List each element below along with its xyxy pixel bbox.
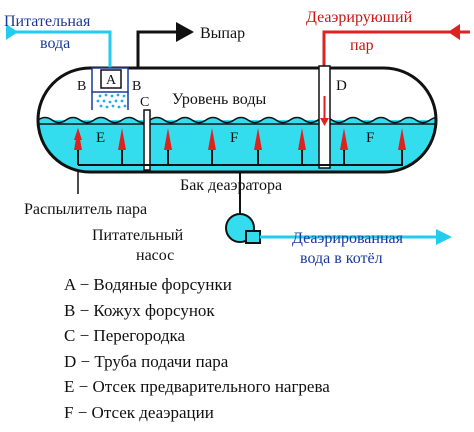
deaerator-tank-outline (36, 66, 438, 174)
steam-sprayer-pipe (77, 150, 403, 166)
marker-F-1: F (230, 130, 238, 146)
spray-droplets (96, 93, 127, 109)
feed-water-pipe (8, 30, 112, 70)
steam-arrow-icon (448, 24, 460, 40)
water-body (38, 116, 436, 172)
legend: A − Водяные форсунки B − Кожух форсунок … (64, 272, 330, 425)
label-feed-pump-line1: Питательный (92, 227, 184, 244)
water-nozzle (100, 69, 122, 89)
feed-water-arrow-icon (6, 24, 18, 40)
label-deaerated-water-line2: вода в котёл (300, 250, 383, 267)
vapour-arrow-icon (176, 22, 194, 42)
label-feed-water-line1: Питательная (4, 13, 91, 30)
label-deaerating-steam-line1: Деаэрируюший (306, 9, 413, 26)
marker-E: E (96, 130, 105, 146)
label-deaerated-water-line1: Деаэрированная (292, 230, 404, 247)
label-deaerating-steam-line2: пар (350, 37, 374, 54)
legend-item-E: E − Отсек предварительного нагрева (64, 377, 330, 396)
marker-F-2: F (366, 130, 374, 146)
vapour-outlet-pipe (136, 30, 180, 68)
marker-B-left: B (77, 79, 86, 94)
partition-baffle (143, 109, 151, 171)
steam-bubble-arrows (74, 128, 406, 150)
legend-item-B: B − Кожух форсунок (64, 300, 215, 320)
label-vapour: Выпар (200, 25, 245, 42)
label-steam-sprayer: Распылитель пара (24, 201, 147, 218)
legend-item-F: F − Отсек деаэрации (64, 402, 214, 422)
deaerated-water-arrow-icon (436, 229, 452, 245)
marker-C: C (140, 95, 149, 110)
marker-B-right: B (132, 79, 141, 94)
label-tank: Бак деаэратора (180, 177, 282, 194)
label-feed-pump-line2: насос (136, 247, 174, 264)
legend-item-A: A − Водяные форсунки (64, 275, 232, 294)
legend-item-C: C − Перегородка (64, 326, 186, 345)
water-surface-waves (38, 116, 436, 125)
label-feed-water-line2: вода (40, 35, 70, 52)
label-water-level: Уровень воды (172, 91, 266, 108)
marker-D: D (336, 78, 347, 94)
steam-inlet-pipe (322, 30, 470, 66)
marker-A: A (106, 73, 117, 88)
legend-item-D: D − Труба подачи пара (64, 351, 229, 371)
sprayer-risers (121, 150, 345, 165)
